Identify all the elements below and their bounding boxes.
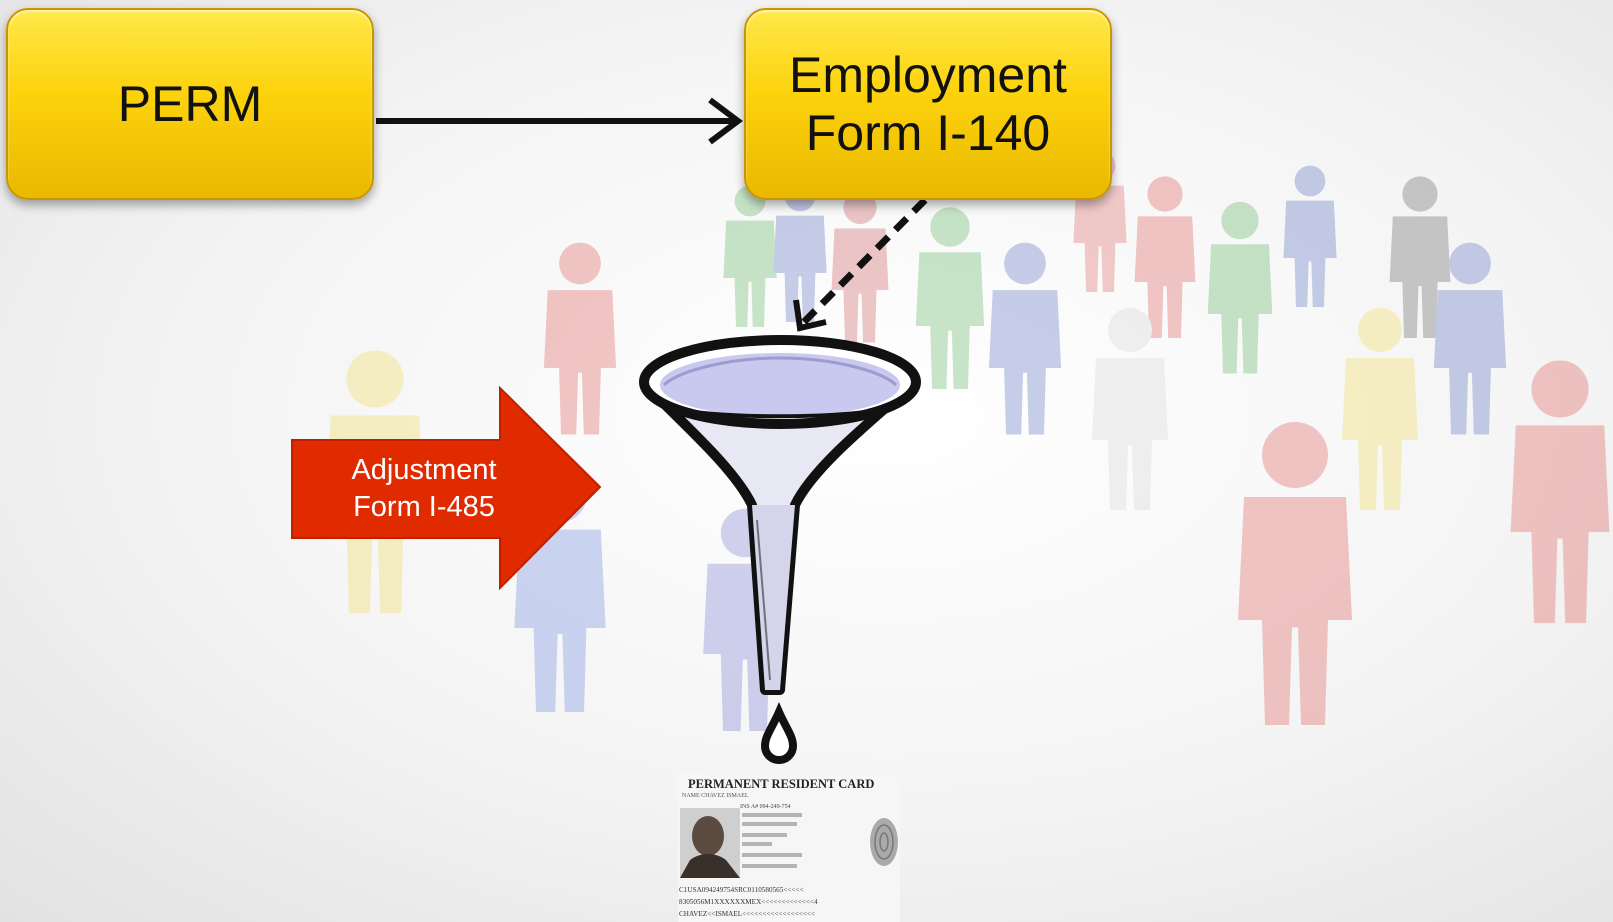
- adjustment-line1: Adjustment: [351, 454, 497, 486]
- card-title: PERMANENT RESIDENT CARD: [688, 777, 874, 791]
- i140-line2: Form I-140: [805, 105, 1051, 161]
- card-photo: [680, 808, 740, 878]
- card-name-line: NAME CHAVEZ ISMAEL: [682, 793, 749, 799]
- drop-icon: [760, 702, 798, 764]
- perm-label: PERM: [117, 76, 263, 132]
- adjustment-arrow-label: Adjustment Form I-485: [298, 452, 550, 526]
- adjustment-arrow: [291, 385, 602, 591]
- adjustment-line2: Form I-485: [353, 491, 495, 524]
- dashed-connector-arrow: [793, 197, 928, 332]
- card-mrz-line: C1USA094249754SRC0110580565<<<<<: [679, 886, 804, 894]
- i140-line1: Employment: [789, 47, 1067, 103]
- perm-node: PERM: [6, 8, 374, 200]
- card-mrz-line: CHAVEZ<<ISMAEL<<<<<<<<<<<<<<<<<<: [679, 910, 815, 918]
- card-uscis-line: INS A# 094-249-754: [740, 804, 791, 810]
- solid-connector-arrow: [376, 97, 743, 145]
- card-fingerprint: [870, 818, 898, 866]
- employment-i140-node: Employment Form I-140: [744, 8, 1112, 200]
- card-mrz-line: 8305056M1XXXXXXMEX<<<<<<<<<<<<<4: [679, 898, 818, 906]
